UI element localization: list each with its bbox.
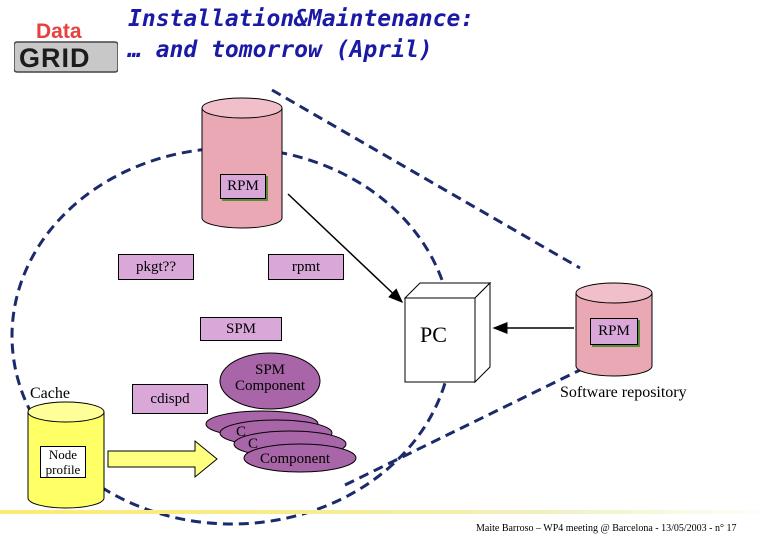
component-label-c2: C [248, 436, 259, 452]
node-profile-box: Node profile [40, 446, 86, 478]
cache-to-component-arrow [107, 439, 218, 479]
cache-label: Cache [30, 385, 70, 402]
pc-label: PC [420, 322, 447, 347]
spm-box: SPM [200, 317, 282, 341]
spm-component-label: SPM Component [235, 362, 305, 394]
component-label: Component [260, 451, 330, 467]
rpm-cylinder-top [201, 97, 283, 229]
dashed-line-top [271, 88, 581, 270]
spm-component-ellipse [219, 352, 321, 410]
dashed-line-bottom [344, 368, 581, 487]
slide-title: Installation&Maintenance: … and tomorrow… [128, 4, 474, 66]
pc-box [403, 281, 492, 384]
footer-text: Maite Barroso – WP4 meeting @ Barcelona … [476, 523, 737, 534]
component-label-c1: C [236, 424, 247, 440]
arrow-rpm-to-pc [287, 193, 404, 304]
software-repository-label: Software repository [560, 384, 687, 401]
component-stack [205, 410, 357, 473]
rpm-label-top: RPM [220, 174, 266, 199]
logo-grid-text: GRID [19, 43, 91, 73]
title-line-2: … and tomorrow (April) [128, 37, 433, 63]
title-line-1: Installation&Maintenance: [128, 6, 475, 32]
datagrid-logo: Data GRID [14, 20, 118, 73]
logo-data-text: Data [36, 20, 82, 43]
footer-bar [0, 510, 780, 514]
pkgt-box: pkgt?? [118, 254, 194, 280]
rpm-label-right: RPM [590, 318, 638, 345]
rpmt-box: rpmt [268, 254, 344, 280]
cdispd-box: cdispd [132, 384, 208, 414]
